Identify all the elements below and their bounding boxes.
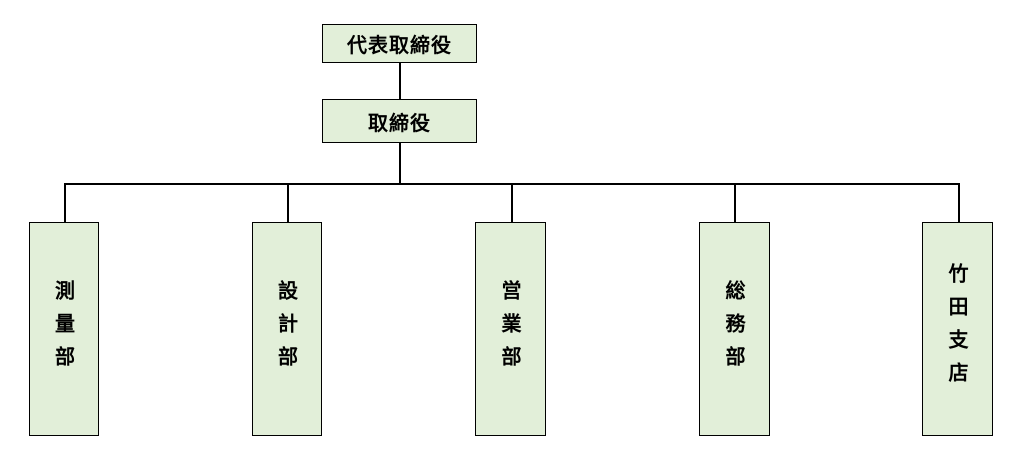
connector-dept-3 — [511, 183, 513, 223]
connector-dept-2 — [287, 183, 289, 223]
connector-root-to-second — [399, 62, 401, 99]
dept-label-3: 営業部 — [498, 279, 522, 379]
connector-dept-5 — [958, 183, 960, 223]
second-label: 取締役 — [368, 110, 431, 135]
dept-label-2: 設計部 — [274, 279, 299, 379]
dept-box-5: 竹田支店 — [922, 222, 993, 436]
dept-label-4: 総務部 — [722, 279, 746, 379]
dept-box-3: 営業部 — [475, 222, 546, 436]
connector-second-to-bus — [399, 142, 401, 185]
dept-label-5: 竹田支店 — [945, 263, 969, 395]
root-box: 代表取締役 — [322, 24, 477, 63]
second-box: 取締役 — [322, 99, 477, 143]
connector-dept-1 — [64, 183, 66, 223]
dept-box-1: 測量部 — [29, 222, 99, 436]
dept-label-1: 測量部 — [51, 279, 76, 379]
connector-dept-4 — [734, 183, 736, 223]
root-label: 代表取締役 — [347, 33, 452, 57]
dept-box-4: 総務部 — [699, 222, 770, 436]
dept-box-2: 設計部 — [252, 222, 322, 436]
